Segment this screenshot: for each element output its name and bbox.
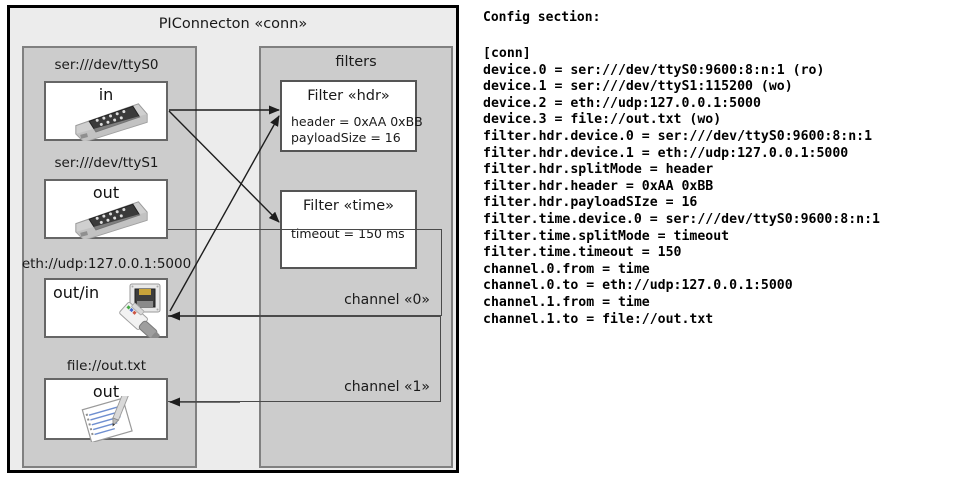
device-label-eth: eth://udp:127.0.0.1:5000 bbox=[21, 256, 192, 272]
config-line: filter.time.splitMode = timeout bbox=[483, 228, 730, 244]
device-direction-ttyS1: out bbox=[92, 183, 120, 202]
config-line: filter.hdr.device.0 = ser:///dev/ttyS0:9… bbox=[483, 128, 873, 144]
channel-1-label: channel «1» bbox=[344, 379, 430, 395]
filter-hdr-title: Filter «hdr» bbox=[307, 88, 390, 104]
config-line: filter.hdr.splitMode = header bbox=[483, 162, 714, 178]
config-line: filter.time.timeout = 150 bbox=[483, 245, 682, 261]
serial-port-icon bbox=[75, 103, 148, 141]
config-line: device.0 = ser:///dev/ttyS0:9600:8:n:1 (… bbox=[483, 62, 825, 78]
filter-time-title: Filter «time» bbox=[302, 198, 395, 214]
text-file-icon bbox=[81, 396, 133, 442]
filter-hdr-prop-header: header = 0xAA 0xBB bbox=[291, 114, 423, 129]
config-line: device.3 = file://out.txt (wo) bbox=[483, 112, 722, 128]
channel-1-box bbox=[168, 316, 441, 402]
device-box-ttyS1[interactable]: out bbox=[44, 179, 168, 239]
config-line: device.1 = ser:///dev/ttyS1:115200 (wo) bbox=[483, 79, 793, 95]
config-line: filter.time.device.0 = ser:///dev/ttyS0:… bbox=[483, 211, 880, 227]
device-direction-file: out bbox=[92, 382, 120, 401]
filter-hdr-prop-payload: payloadSize = 16 bbox=[291, 130, 401, 145]
device-box-eth[interactable]: out/in bbox=[44, 278, 168, 338]
device-direction-eth: out/in bbox=[53, 283, 100, 302]
config-line: filter.hdr.device.1 = eth://udp:127.0.0.… bbox=[483, 145, 849, 161]
component-title: PIConnecton «conn» bbox=[158, 16, 308, 32]
serial-port-icon bbox=[75, 201, 148, 239]
device-label-ttyS0: ser:///dev/ttyS0 bbox=[54, 57, 159, 73]
config-line: filter.hdr.payloadSIze = 16 bbox=[483, 195, 698, 211]
device-box-file[interactable]: out bbox=[44, 378, 168, 442]
config-line: channel.0.to = eth://udp:127.0.0.1:5000 bbox=[483, 278, 793, 294]
config-section: Config section: [conn]device.0 = ser:///… bbox=[483, 6, 961, 476]
config-heading: Config section: bbox=[483, 10, 601, 25]
channel-0-box bbox=[168, 229, 442, 316]
channel-0-label: channel «0» bbox=[344, 292, 430, 308]
config-line: channel.0.from = time bbox=[483, 261, 650, 277]
ethernet-plug-icon bbox=[119, 283, 161, 338]
device-box-ttyS0[interactable]: in bbox=[44, 81, 168, 141]
config-line: device.2 = eth://udp:127.0.0.1:5000 bbox=[483, 95, 761, 111]
device-label-file: file://out.txt bbox=[66, 358, 147, 374]
config-line: filter.hdr.header = 0xAA 0xBB bbox=[483, 178, 714, 194]
config-lines: [conn]device.0 = ser:///dev/ttyS0:9600:8… bbox=[483, 46, 880, 328]
device-direction-ttyS0: in bbox=[98, 85, 114, 104]
filter-hdr-box[interactable]: Filter «hdr» header = 0xAA 0xBB payloadS… bbox=[280, 80, 423, 152]
config-line: channel.1.from = time bbox=[483, 294, 650, 310]
filters-panel-title: filters bbox=[335, 54, 377, 70]
device-label-ttyS1: ser:///dev/ttyS1 bbox=[54, 155, 159, 171]
config-line: channel.1.to = file://out.txt bbox=[483, 311, 714, 327]
config-line: [conn] bbox=[483, 46, 531, 61]
